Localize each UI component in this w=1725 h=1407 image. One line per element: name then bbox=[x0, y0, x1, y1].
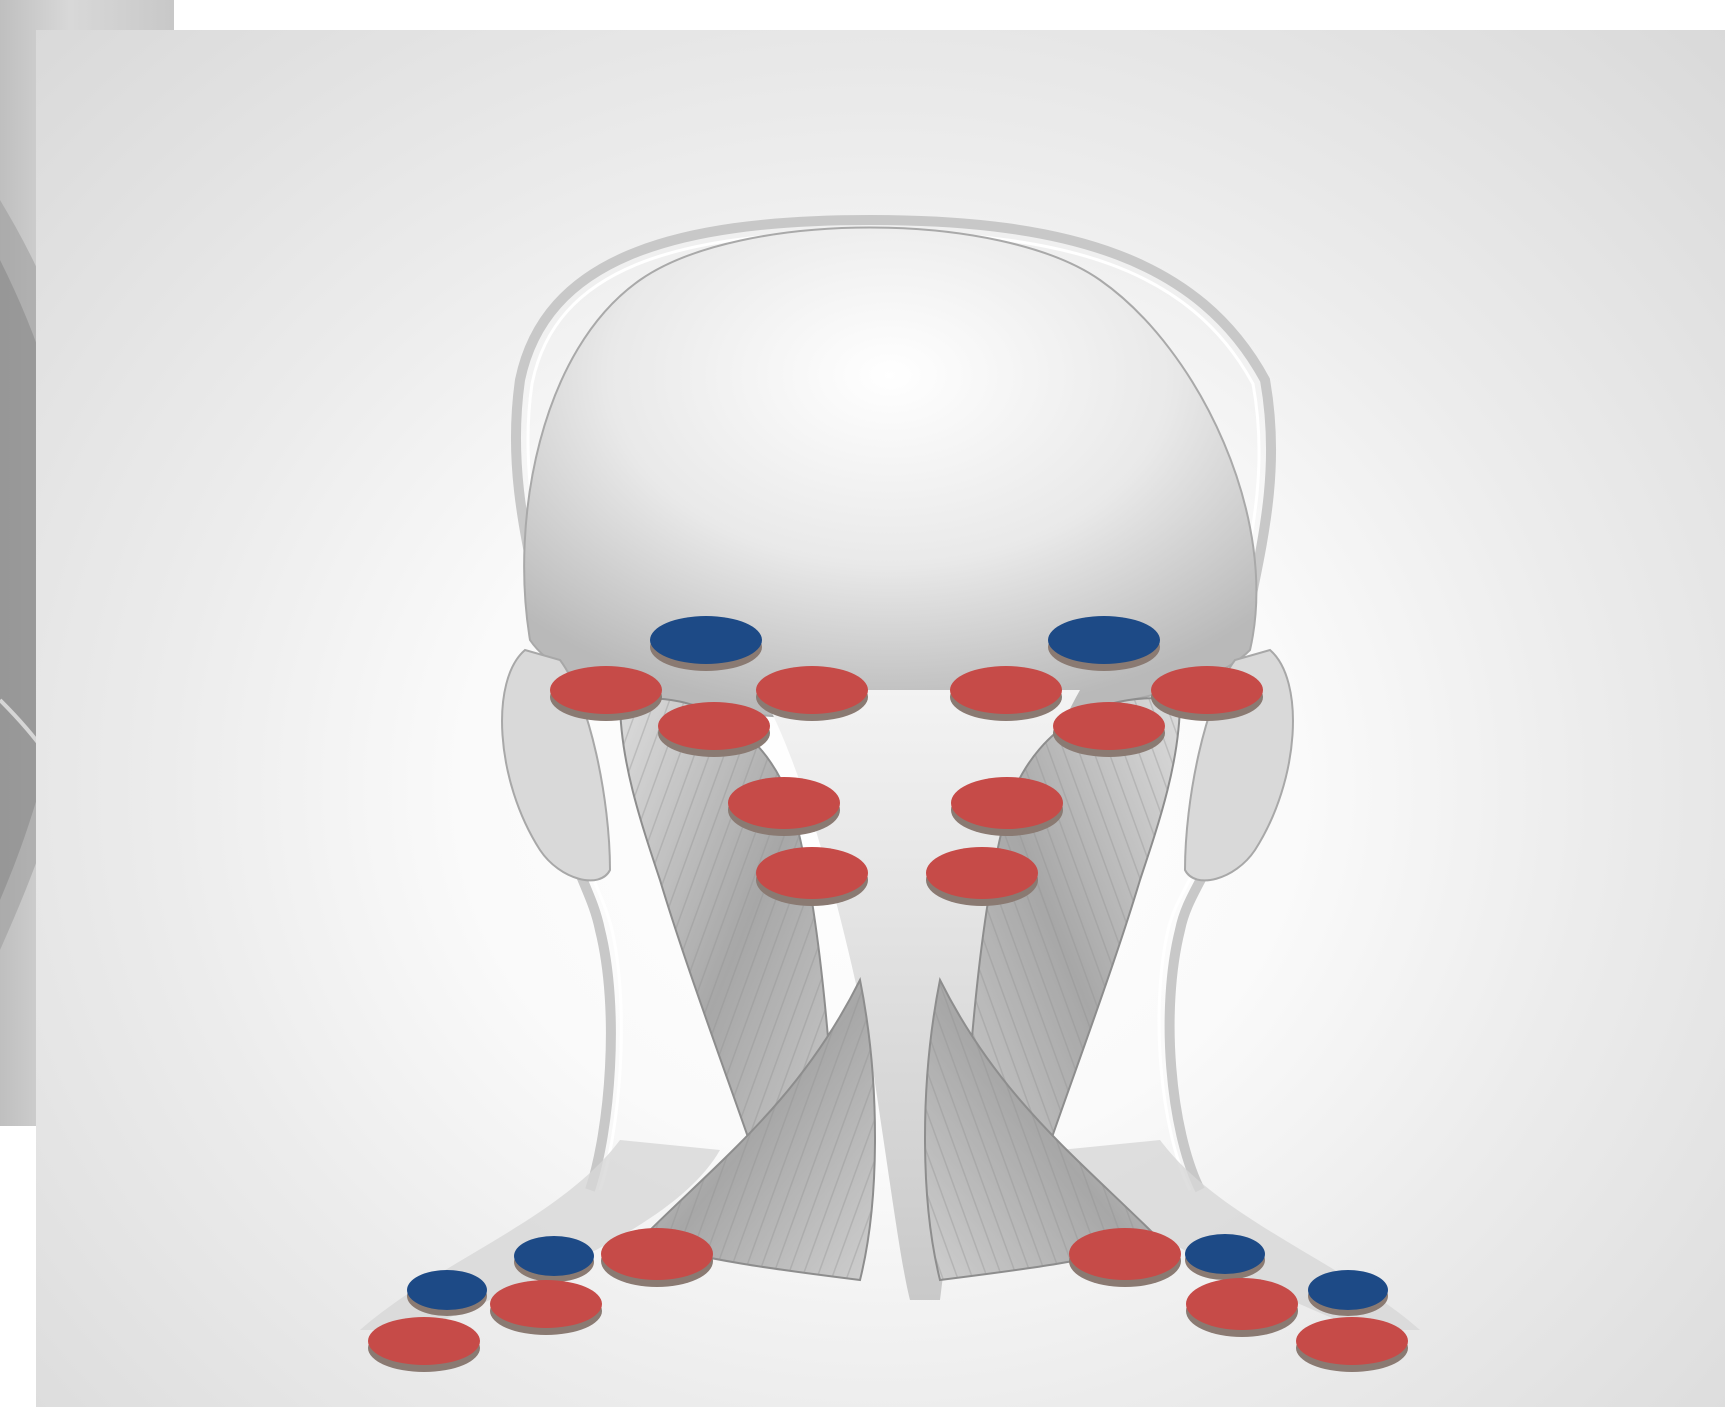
electrode-red bbox=[756, 666, 868, 721]
electrode-blue bbox=[407, 1270, 487, 1316]
electrode-red bbox=[950, 666, 1062, 721]
electrode-red bbox=[951, 777, 1063, 836]
electrode-blue bbox=[650, 616, 762, 671]
electrode-blue bbox=[1185, 1234, 1265, 1280]
electrode-red bbox=[1151, 666, 1263, 721]
electrode-red bbox=[601, 1228, 713, 1287]
electrode-red bbox=[550, 666, 662, 721]
electrode-red bbox=[756, 847, 868, 906]
electrode-blue bbox=[1308, 1270, 1388, 1316]
electrode-blue bbox=[1048, 616, 1160, 671]
electrode-blue bbox=[514, 1236, 594, 1282]
electrode-red bbox=[1053, 702, 1165, 757]
electrode-red bbox=[1069, 1228, 1181, 1287]
electrode-red bbox=[728, 777, 840, 836]
electrode-red bbox=[1296, 1317, 1408, 1372]
electrode-red bbox=[926, 847, 1038, 906]
electrode-red bbox=[658, 702, 770, 757]
electrode-red bbox=[1186, 1278, 1298, 1337]
electrode-red bbox=[368, 1317, 480, 1372]
electrode-red bbox=[490, 1280, 602, 1335]
